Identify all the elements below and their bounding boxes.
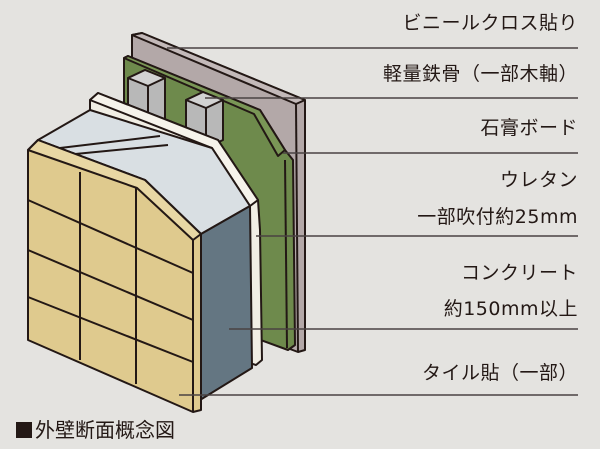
label-concrete-name: コンクリート [460,262,578,284]
label-concrete-thickness: 約150mm以上 [443,298,578,320]
tile-layer [27,139,202,413]
label-tile: タイル貼（一部） [421,362,578,384]
square-bullet-icon [16,422,32,438]
leader-lines [167,47,578,396]
label-urethane-name: ウレタン [499,169,578,191]
label-vinyl-cloth: ビニールクロス貼り [402,12,578,34]
label-gypsum-board: 石膏ボード [480,117,578,139]
caption-text: 外壁断面概念図 [35,418,175,442]
label-light-steel: 軽量鉄骨（一部木軸） [382,63,578,85]
figure-caption: 外壁断面概念図 [16,418,175,442]
concrete-layer [37,109,253,401]
label-urethane-thickness: 一部吹付約25mm [417,206,578,228]
